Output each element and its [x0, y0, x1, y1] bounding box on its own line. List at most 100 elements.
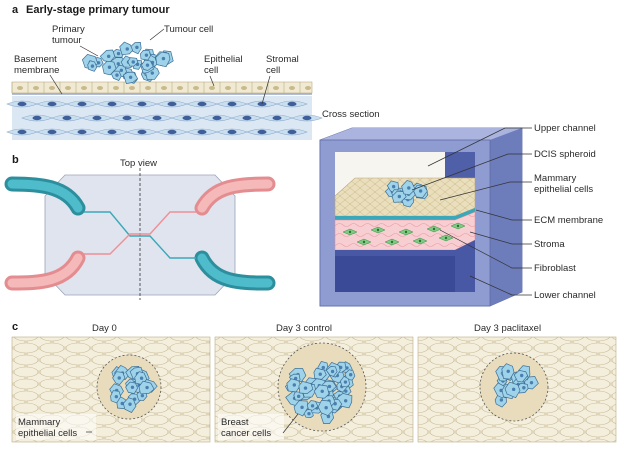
label-day3-paclitaxel: Day 3 paclitaxel [474, 323, 541, 334]
stromal-cell [291, 114, 323, 122]
tumour-cell [87, 60, 98, 72]
label-fibroblast: Fibroblast [534, 263, 576, 274]
tumour-cell [130, 42, 142, 55]
label-mammary-2: epithelial cells [534, 184, 593, 195]
label-basement-2: membrane [14, 65, 59, 76]
tumour-cell [141, 59, 154, 71]
tumour-cell [298, 381, 314, 394]
ecm-membrane [335, 208, 475, 220]
tumour-cell [325, 366, 338, 377]
label-c-mammary-1: Mammary [18, 417, 60, 428]
fibroblast [398, 228, 414, 236]
stromal-cell [81, 114, 113, 122]
stromal-cell [36, 100, 68, 108]
fibroblast [438, 234, 454, 242]
stromal-cell [111, 114, 143, 122]
tumour-cell [127, 57, 139, 67]
lower-channel-path [84, 211, 196, 255]
stromal-cell [186, 100, 218, 108]
label-ecm-membrane: ECM membrane [534, 215, 603, 226]
tissue-panel-day3-paclitaxel [417, 336, 617, 443]
panel-a-letter: a [12, 4, 19, 16]
tumour-cell [340, 375, 351, 388]
panel-a: a Early-stage primary tumour Primary tum… [6, 4, 323, 140]
stromal-cell [186, 128, 218, 136]
tumour-cell [286, 378, 302, 393]
label-epithelial-1: Epithelial [204, 54, 243, 65]
stromal-cell [6, 100, 38, 108]
label-upper-channel: Upper channel [534, 123, 596, 134]
label-basement-1: Basement [14, 54, 57, 65]
tumour-cell [140, 49, 151, 61]
tumour-cell [138, 380, 155, 394]
label-dcis-spheroid: DCIS spheroid [534, 149, 596, 160]
cross-section: Cross section Upper channel DCIS sp [319, 109, 603, 307]
label-stroma: Stroma [534, 239, 565, 250]
label-day0: Day 0 [92, 323, 117, 334]
tumour-cell [155, 51, 171, 68]
epithelial-layer [11, 81, 313, 94]
tumour-cell [401, 179, 416, 196]
tumour-cell [303, 409, 314, 418]
stromal-cell [126, 100, 158, 108]
tumour-cell [317, 399, 334, 417]
tumour-cell [119, 41, 134, 56]
stromal-cell [276, 100, 308, 108]
tumour-cell [293, 400, 309, 417]
stromal-cell [276, 128, 308, 136]
fibroblast [412, 237, 428, 245]
label-epithelial-2: cell [204, 65, 218, 76]
label-primary-tumour-2: tumour [52, 35, 82, 46]
tumour-cell [110, 390, 122, 404]
tumour-cell [513, 370, 529, 383]
label-tumour-cell: Tumour cell [164, 24, 213, 35]
tumour-cell [501, 363, 515, 380]
upper-channel-path [84, 211, 196, 259]
fibroblast [426, 225, 442, 233]
tumour-cell [313, 384, 330, 399]
label-cross-section: Cross section [322, 109, 380, 120]
label-day3-control: Day 3 control [276, 323, 332, 334]
label-breast-2: cancer cells [221, 428, 271, 439]
panel-c-letter: c [12, 321, 18, 333]
fibroblast [450, 222, 466, 230]
label-c-mammary-2: epithelial cells [18, 428, 77, 439]
stromal-cell [126, 128, 158, 136]
tumour-cell [344, 369, 356, 381]
fibroblast [384, 238, 400, 246]
stromal-cell [231, 114, 263, 122]
label-primary-tumour-1: Primary [52, 24, 85, 35]
tissue-panel-day0 [11, 336, 211, 443]
tumour-cell [102, 60, 117, 76]
panel-c: c Day 0 Day 3 control Day 3 paclitaxel [11, 321, 617, 443]
tumour-cell [313, 367, 327, 380]
label-stromal-1: Stromal [266, 54, 299, 65]
tumour-cell [306, 400, 319, 411]
fibroblast [370, 226, 386, 234]
label-mammary-1: Mammary [534, 173, 576, 184]
dcis-spheroid [384, 179, 429, 208]
tumour-cell [125, 381, 138, 394]
tumour-cell [112, 371, 126, 386]
primary-tumour-cluster [81, 41, 174, 84]
stromal-cell [156, 100, 188, 108]
tumour-cell [123, 71, 139, 84]
tumour-cell [122, 397, 137, 413]
label-top-view: Top view [120, 158, 157, 169]
panel-b-letter: b [12, 154, 19, 166]
stromal-cell [96, 100, 128, 108]
stromal-cell [201, 114, 233, 122]
tumour-cell [99, 49, 116, 63]
fibroblasts [342, 222, 466, 246]
stromal-cell [21, 114, 53, 122]
label-stromal-2: cell [266, 65, 280, 76]
stromal-cell [66, 100, 98, 108]
fibroblast [342, 228, 358, 236]
stroma-layer [6, 96, 323, 140]
tumour-cell [504, 381, 521, 399]
panel-b: b Top view [4, 154, 276, 300]
panel-a-title: Early-stage primary tumour [26, 4, 170, 16]
fibroblast [356, 238, 372, 246]
label-lower-channel: Lower channel [534, 290, 596, 301]
